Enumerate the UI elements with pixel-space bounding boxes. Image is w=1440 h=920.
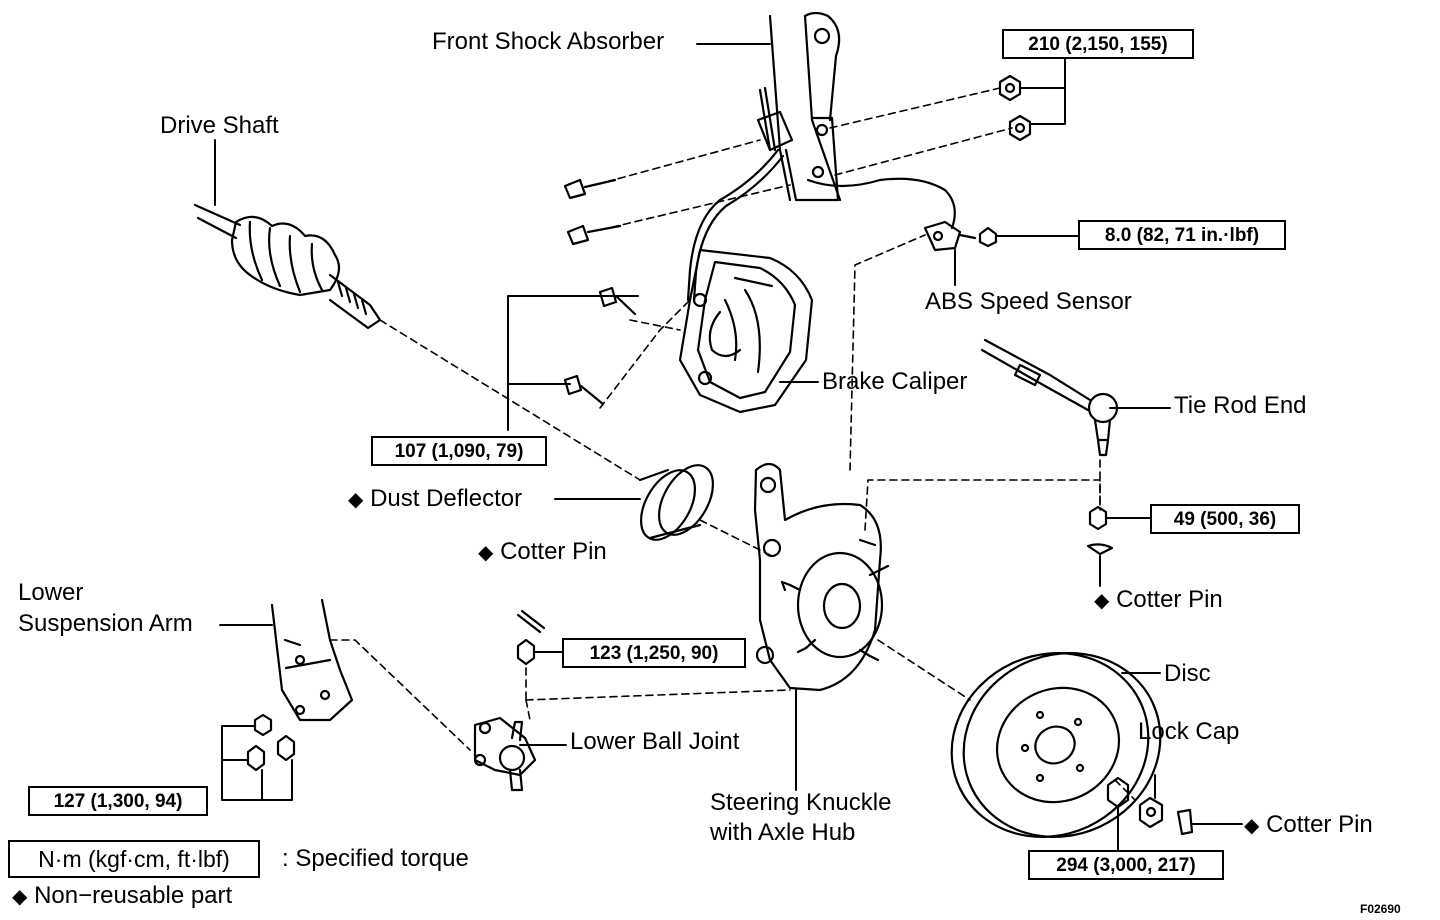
torque-box-ball-joint-nut: 123 (1,250, 90) <box>562 638 746 668</box>
arm-nuts <box>246 713 296 772</box>
label-brake-caliper: Brake Caliper <box>822 368 968 395</box>
non-reusable-diamond-icon: ◆ <box>348 489 364 511</box>
label-lower-suspension-arm-2: Suspension Arm <box>18 610 193 637</box>
label-dust-deflector: ◆ Dust Deflector <box>348 485 522 514</box>
figure-code: F02690 <box>1360 902 1401 916</box>
shock-nuts <box>998 74 1032 142</box>
ball-joint-nut <box>516 638 536 666</box>
tie-rod-nut <box>1088 505 1108 531</box>
drive-shaft-part <box>193 203 382 330</box>
dust-deflector-part <box>638 464 715 541</box>
label-cotter-pin-text: Cotter Pin <box>500 538 607 565</box>
label-lock-cap: Lock Cap <box>1138 718 1240 745</box>
lock-cap <box>1138 796 1164 829</box>
steering-knuckle-part <box>753 462 890 692</box>
label-drive-shaft: Drive Shaft <box>160 112 279 139</box>
torque-box-arm-bolts: 127 (1,300, 94) <box>28 786 208 816</box>
abs-sensor-bolt <box>978 226 998 248</box>
label-front-shock-absorber: Front Shock Absorber <box>432 28 665 55</box>
torque-box-hub-nut: 294 (3,000, 217) <box>1028 850 1224 880</box>
legend-torque-description: : Specified torque <box>282 845 469 872</box>
label-lower-ball-joint: Lower Ball Joint <box>570 728 740 755</box>
legend-non-reusable: ◆ Non−reusable part <box>12 882 232 911</box>
torque-box-shock-nuts: 210 (2,150, 155) <box>1002 29 1194 59</box>
brake-hose-part <box>686 148 956 302</box>
label-dust-deflector-text: Dust Deflector <box>370 485 523 512</box>
non-reusable-diamond-icon: ◆ <box>478 542 494 564</box>
lower-ball-joint-part <box>473 716 537 792</box>
label-steering-knuckle-1: Steering Knuckle <box>710 789 892 816</box>
label-tie-rod-end: Tie Rod End <box>1174 392 1307 419</box>
ball-joint-cotter-pin <box>516 609 546 634</box>
tie-rod-end-part <box>980 338 1119 457</box>
torque-box-caliper-bolts: 107 (1,090, 79) <box>371 436 547 466</box>
label-cotter-pin-text: Cotter Pin <box>1266 811 1373 838</box>
alignment-lines <box>329 87 1136 801</box>
non-reusable-diamond-icon: ◆ <box>1244 815 1260 837</box>
brake-disc-part <box>950 652 1162 838</box>
label-cotter-pin-text: Cotter Pin <box>1116 586 1223 613</box>
label-steering-knuckle-2: with Axle Hub <box>710 819 856 846</box>
label-disc: Disc <box>1164 660 1211 687</box>
legend-torque-unit-box: N·m (kgf·cm, ft·lbf) <box>8 840 260 878</box>
label-cotter-pin-hub: ◆ Cotter Pin <box>1244 811 1373 840</box>
non-reusable-diamond-icon: ◆ <box>12 886 28 908</box>
label-cotter-pin-ball-joint: ◆ Cotter Pin <box>478 538 607 567</box>
tie-rod-cotter-pin <box>1086 543 1114 556</box>
brake-caliper-part <box>678 248 814 414</box>
abs-speed-sensor-part <box>923 220 977 252</box>
leader-lines <box>214 43 1243 851</box>
label-cotter-pin-tie-rod: ◆ Cotter Pin <box>1094 586 1223 615</box>
front-shock-absorber-part <box>756 11 842 202</box>
hub-cotter-pin <box>1176 808 1194 836</box>
label-lower-suspension-arm-1: Lower <box>18 579 84 606</box>
torque-box-tie-rod-nut: 49 (500, 36) <box>1150 504 1300 534</box>
lower-suspension-arm-part <box>270 598 354 722</box>
hub-nut <box>1106 776 1130 809</box>
legend-non-reusable-text: Non−reusable part <box>34 882 233 909</box>
shock-bolts <box>563 178 622 246</box>
caliper-bolts <box>563 286 637 406</box>
label-abs-speed-sensor: ABS Speed Sensor <box>925 288 1132 315</box>
torque-box-abs-sensor: 8.0 (82, 71 in.·lbf) <box>1078 220 1286 250</box>
non-reusable-diamond-icon: ◆ <box>1094 590 1110 612</box>
